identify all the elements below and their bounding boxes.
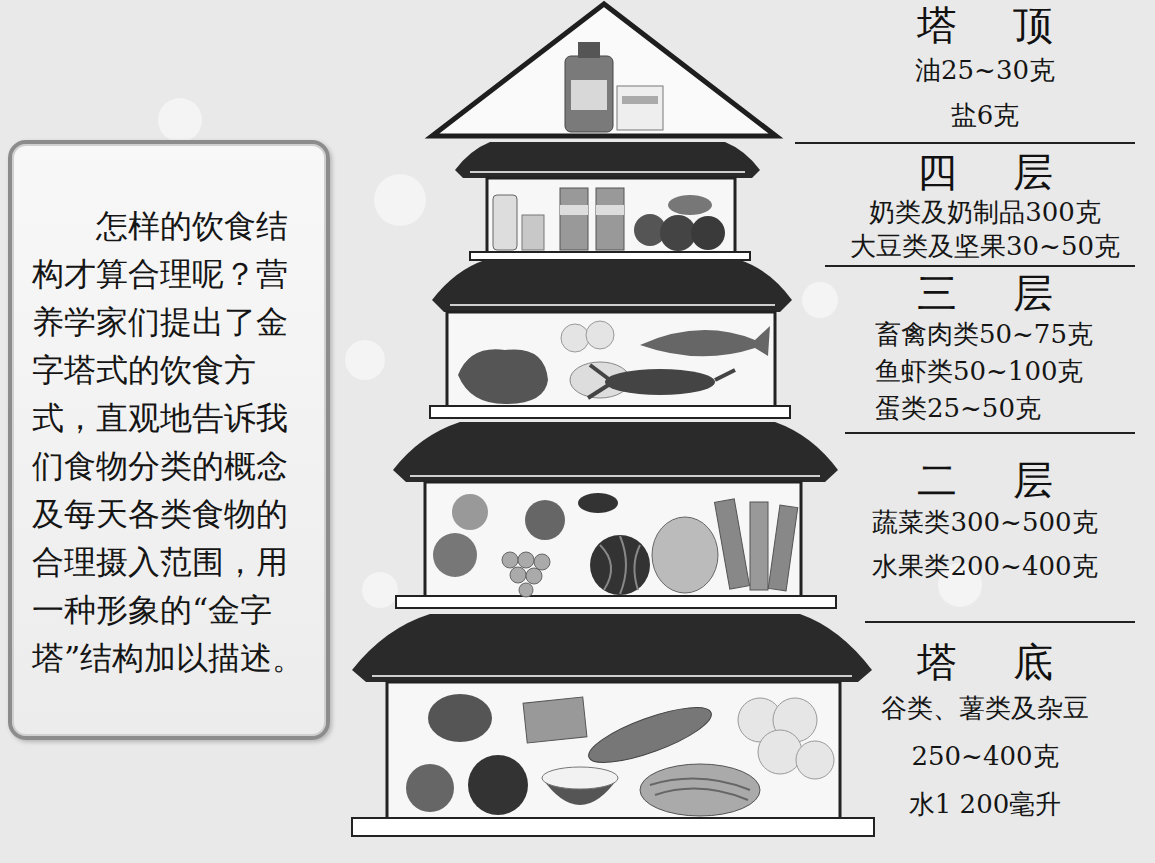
fruit	[433, 533, 477, 577]
grapes	[502, 552, 550, 597]
tier-body	[387, 682, 840, 820]
flower	[374, 174, 426, 226]
tier-plinth	[430, 406, 790, 418]
intake-amount: 水果类200~400克	[820, 544, 1150, 588]
rice	[542, 767, 618, 789]
tier-heading: 三 层	[820, 270, 1150, 316]
roof-triangle	[432, 4, 776, 136]
tier-band: 四 层奶类及奶制品300克大豆类及坚果30~50克	[820, 149, 1150, 263]
eave	[393, 422, 838, 482]
tier-heading: 塔 底	[820, 640, 1150, 684]
nut	[660, 215, 696, 251]
flower	[362, 572, 398, 608]
bun	[758, 730, 802, 774]
eave-line	[450, 304, 775, 306]
eave-line	[372, 675, 852, 677]
tier-heading: 四 层	[820, 149, 1150, 195]
noodles	[640, 764, 760, 816]
fruit	[525, 500, 565, 540]
flower	[802, 282, 838, 318]
fish	[640, 326, 770, 356]
grape	[534, 554, 550, 570]
grape	[519, 583, 533, 597]
intake-amount: 油25~30克	[820, 48, 1150, 93]
intake-amount: 水1 200毫升	[820, 780, 1150, 828]
flower	[158, 98, 202, 142]
tier-plinth	[470, 252, 750, 260]
fruit	[452, 494, 488, 530]
vegetable-stalk	[750, 502, 768, 590]
nut	[691, 216, 725, 250]
egg	[561, 324, 589, 352]
tier-heading: 塔 顶	[820, 2, 1150, 48]
can	[596, 188, 624, 250]
tier-plinth	[396, 596, 836, 608]
cabbage	[652, 517, 718, 593]
eave-line	[410, 475, 820, 477]
eave	[352, 614, 872, 682]
salt-package	[617, 86, 663, 130]
separator	[865, 621, 1135, 623]
eave	[455, 142, 760, 178]
tier-band: 二 层蔬菜类300~500克水果类200~400克	[820, 460, 1150, 588]
pumpkin	[468, 755, 528, 815]
separator	[825, 265, 1135, 267]
grape	[510, 567, 526, 583]
intro-text: 怎样的饮食结构才算合理呢？营养学家们提出了金字塔式的饮食方式，直观地告诉我们食物…	[32, 202, 310, 682]
potato	[428, 694, 492, 742]
meat	[458, 349, 548, 404]
milk-bottle	[493, 195, 517, 250]
pepper	[578, 493, 618, 513]
intake-amount: 鱼虾类50~100克	[820, 353, 1150, 390]
corn	[583, 697, 717, 773]
can-band	[560, 205, 588, 215]
noodle-strands	[650, 779, 750, 800]
tier-heading: 二 层	[820, 460, 1150, 500]
tier-band: 塔 顶油25~30克盐6克	[820, 2, 1150, 138]
tier-body	[425, 482, 801, 598]
egg	[586, 321, 614, 349]
intake-amount: 奶类及奶制品300克	[820, 195, 1150, 229]
grape	[526, 568, 542, 584]
tier-band: 三 层畜禽肉类50~75克鱼虾类50~100克蛋类25~50克	[820, 270, 1150, 427]
intro-panel: 怎样的饮食结构才算合理呢？营养学家们提出了金字塔式的饮食方式，直观地告诉我们食物…	[8, 140, 330, 740]
flower	[345, 340, 385, 380]
intake-amount: 蔬菜类300~500克	[820, 500, 1150, 544]
separator	[845, 432, 1135, 434]
grape	[518, 552, 534, 568]
separator	[795, 142, 1135, 144]
lobster	[605, 369, 715, 395]
watermelon-stripes	[600, 536, 640, 594]
salt-stripe	[622, 96, 658, 104]
intake-amount: 大豆类及坚果30~50克	[820, 229, 1150, 263]
bread	[523, 697, 587, 743]
eave-line	[470, 171, 745, 173]
lobster-claws	[588, 365, 735, 398]
oil-label	[571, 80, 607, 110]
pumpkin	[406, 764, 454, 812]
tier-plinth	[352, 818, 874, 836]
milk-glass	[522, 215, 544, 250]
can-band	[596, 205, 624, 215]
intake-amount: 盐6克	[820, 93, 1150, 138]
watermelon	[590, 535, 650, 595]
oil-cap	[578, 42, 600, 58]
tier-body	[487, 178, 735, 254]
tier-body	[447, 312, 775, 408]
intake-amount: 谷类、薯类及杂豆 250~400克	[860, 684, 1110, 780]
leaf	[668, 195, 712, 215]
intake-amount: 蛋类25~50克	[820, 390, 1150, 427]
vegetable-stalk	[715, 499, 750, 589]
bun	[796, 741, 834, 779]
can	[560, 188, 588, 250]
tier-band: 塔 底谷类、薯类及杂豆 250~400克水1 200毫升	[820, 640, 1150, 828]
grape	[502, 552, 518, 568]
intake-amount: 畜禽肉类50~75克	[820, 316, 1150, 353]
vegetable-stalk	[768, 505, 798, 591]
oil-bottle	[565, 56, 613, 132]
eave	[432, 260, 792, 312]
